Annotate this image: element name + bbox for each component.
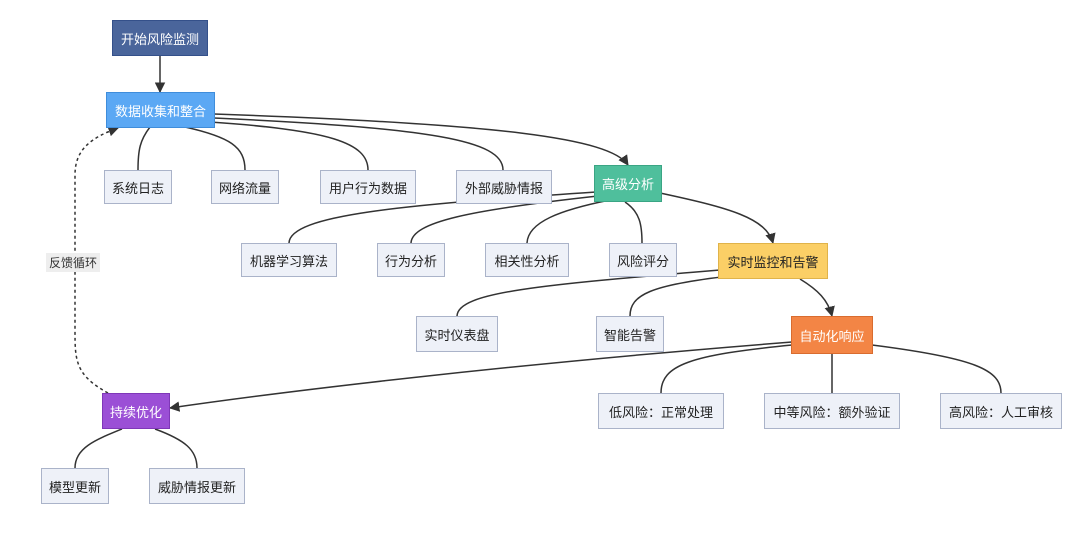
node-smartalert: 智能告警 xyxy=(596,316,664,352)
node-userbehavior: 用户行为数据 xyxy=(320,170,416,204)
node-dashboard: 实时仪表盘 xyxy=(416,316,498,352)
node-correlation: 相关性分析 xyxy=(485,243,569,277)
node-ml: 机器学习算法 xyxy=(241,243,337,277)
edge-analysis-monitor xyxy=(659,192,776,245)
node-behavior: 行为分析 xyxy=(377,243,445,277)
edge-response-low xyxy=(660,344,793,394)
edge-analysis-riskscore xyxy=(624,201,643,244)
edge-monitor-smartalert xyxy=(629,275,731,317)
edge-collect-userbehavior xyxy=(209,121,369,171)
edge-feedback-loop xyxy=(74,126,119,394)
edge-collect-netflow xyxy=(184,126,246,171)
node-collect: 数据收集和整合 xyxy=(106,92,215,128)
edge-collect-threatintel xyxy=(213,117,504,171)
edge-response-optimize xyxy=(168,341,793,412)
edge-response-high xyxy=(871,344,1002,394)
edge-analysis-behavior xyxy=(410,195,599,244)
node-riskscore: 风险评分 xyxy=(609,243,677,277)
node-intelupdate: 威胁情报更新 xyxy=(149,468,245,504)
node-analysis: 高级分析 xyxy=(594,165,662,202)
edge-collect-analysis xyxy=(213,113,629,166)
node-mid: 中等风险：额外验证 xyxy=(764,393,900,429)
edge-collect-syslog xyxy=(137,126,151,171)
node-syslog: 系统日志 xyxy=(104,170,172,204)
node-netflow: 网络流量 xyxy=(211,170,279,204)
node-low: 低风险：正常处理 xyxy=(598,393,724,429)
node-model: 模型更新 xyxy=(41,468,109,504)
edge-analysis-correlation xyxy=(526,199,611,244)
node-start: 开始风险监测 xyxy=(112,20,208,56)
edge-optimize-intelupdate xyxy=(154,428,198,469)
edge-monitor-response xyxy=(799,278,835,318)
node-high: 高风险：人工审核 xyxy=(940,393,1062,429)
node-threatintel: 外部威胁情报 xyxy=(456,170,552,204)
node-optimize: 持续优化 xyxy=(102,393,170,429)
node-monitor: 实时监控和告警 xyxy=(718,243,828,279)
edge-label-feedback: 反馈循环 xyxy=(46,253,101,272)
node-response: 自动化响应 xyxy=(791,316,873,354)
edge-optimize-model xyxy=(74,428,123,469)
